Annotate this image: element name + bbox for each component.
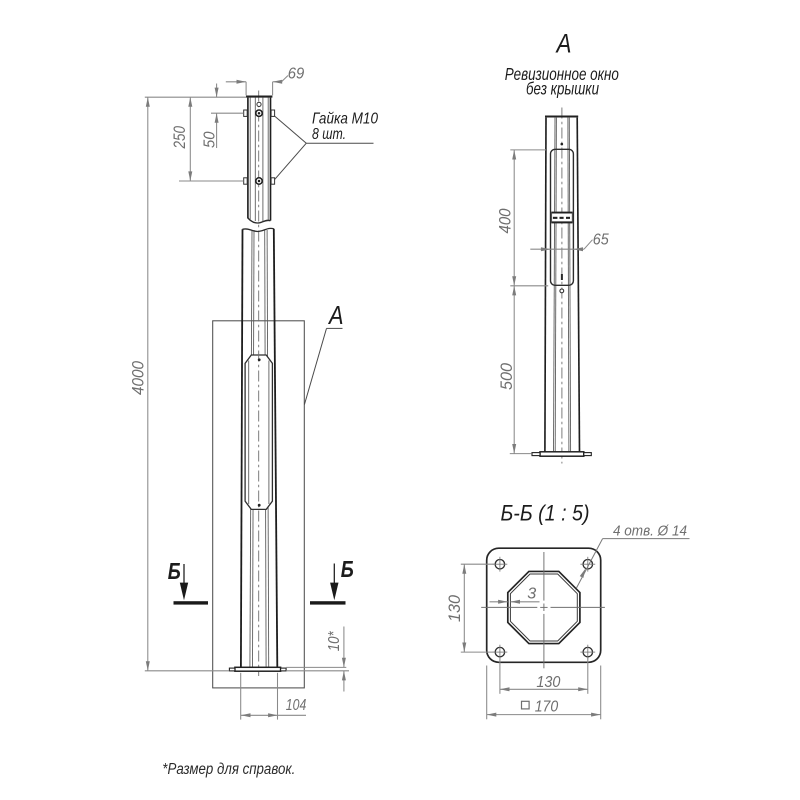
svg-text:4 отв. Ø 14: 4 отв. Ø 14	[613, 523, 687, 540]
svg-text:65: 65	[593, 231, 609, 248]
svg-text:50: 50	[202, 131, 219, 148]
svg-text:130: 130	[536, 674, 560, 691]
svg-text:104: 104	[286, 697, 307, 714]
svg-text:Гайка М10: Гайка М10	[312, 110, 378, 127]
svg-text:4000: 4000	[130, 360, 148, 395]
svg-text:Б: Б	[168, 558, 181, 584]
svg-text:А: А	[555, 28, 572, 58]
svg-text:Б: Б	[341, 556, 354, 582]
svg-text:170: 170	[535, 699, 559, 716]
svg-text:3: 3	[527, 586, 536, 603]
svg-text:500: 500	[498, 362, 516, 390]
svg-text:250: 250	[171, 125, 189, 149]
svg-text:Б-Б (1 : 5): Б-Б (1 : 5)	[501, 501, 590, 526]
svg-text:400: 400	[497, 208, 515, 234]
svg-text:Ревизионное окно: Ревизионное окно	[505, 64, 619, 84]
svg-text:А: А	[327, 300, 343, 330]
svg-text:10*: 10*	[326, 630, 343, 651]
svg-text:130: 130	[446, 594, 464, 622]
svg-text:8 шт.: 8 шт.	[312, 126, 346, 143]
svg-text:69: 69	[288, 65, 305, 82]
svg-text:*Размер для справок.: *Размер для справок.	[162, 761, 295, 778]
svg-text:без крышки: без крышки	[526, 79, 599, 99]
